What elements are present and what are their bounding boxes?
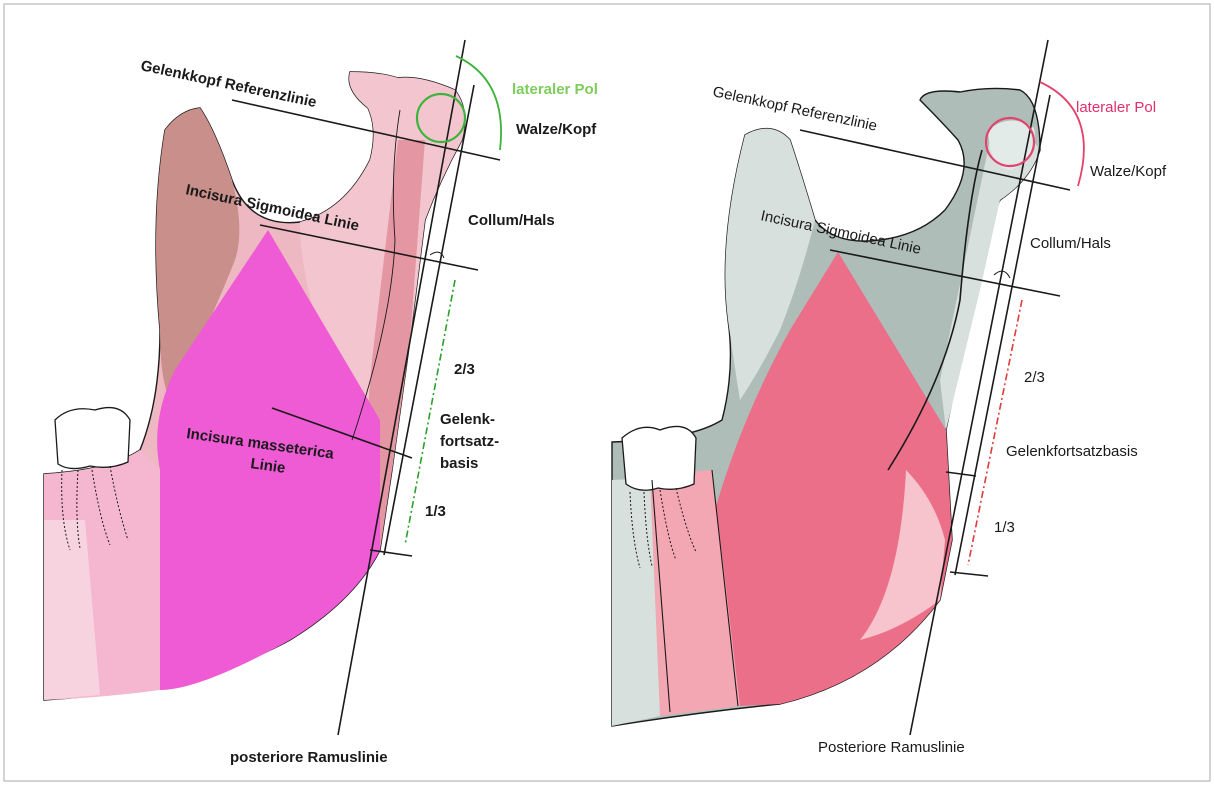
left-base-label-1: Gelenk- [440, 411, 495, 428]
left-base-label-3: basis [440, 455, 478, 472]
right-collum-label: Collum/Hals [1030, 235, 1111, 252]
right-ramus-label: Posteriore Ramuslinie [818, 739, 965, 756]
left-one-third: 1/3 [425, 503, 446, 520]
right-one-third: 1/3 [994, 519, 1015, 536]
left-two-thirds: 2/3 [454, 361, 475, 378]
left-base-label-2: fortsatz- [440, 433, 499, 450]
left-ramus-label: posteriore Ramuslinie [230, 749, 388, 766]
right-base-label: Gelenkfortsatzbasis [1006, 443, 1138, 460]
right-lateral-pole-label: lateraler Pol [1076, 99, 1156, 116]
right-two-thirds: 2/3 [1024, 369, 1045, 386]
left-condyle-label: Walze/Kopf [516, 121, 597, 138]
left-collum-label: Collum/Hals [468, 212, 555, 229]
left-molar [55, 408, 130, 469]
left-lateral-pole-label: lateraler Pol [512, 81, 598, 98]
right-molar [622, 426, 696, 490]
right-condyle-label: Walze/Kopf [1090, 163, 1167, 180]
